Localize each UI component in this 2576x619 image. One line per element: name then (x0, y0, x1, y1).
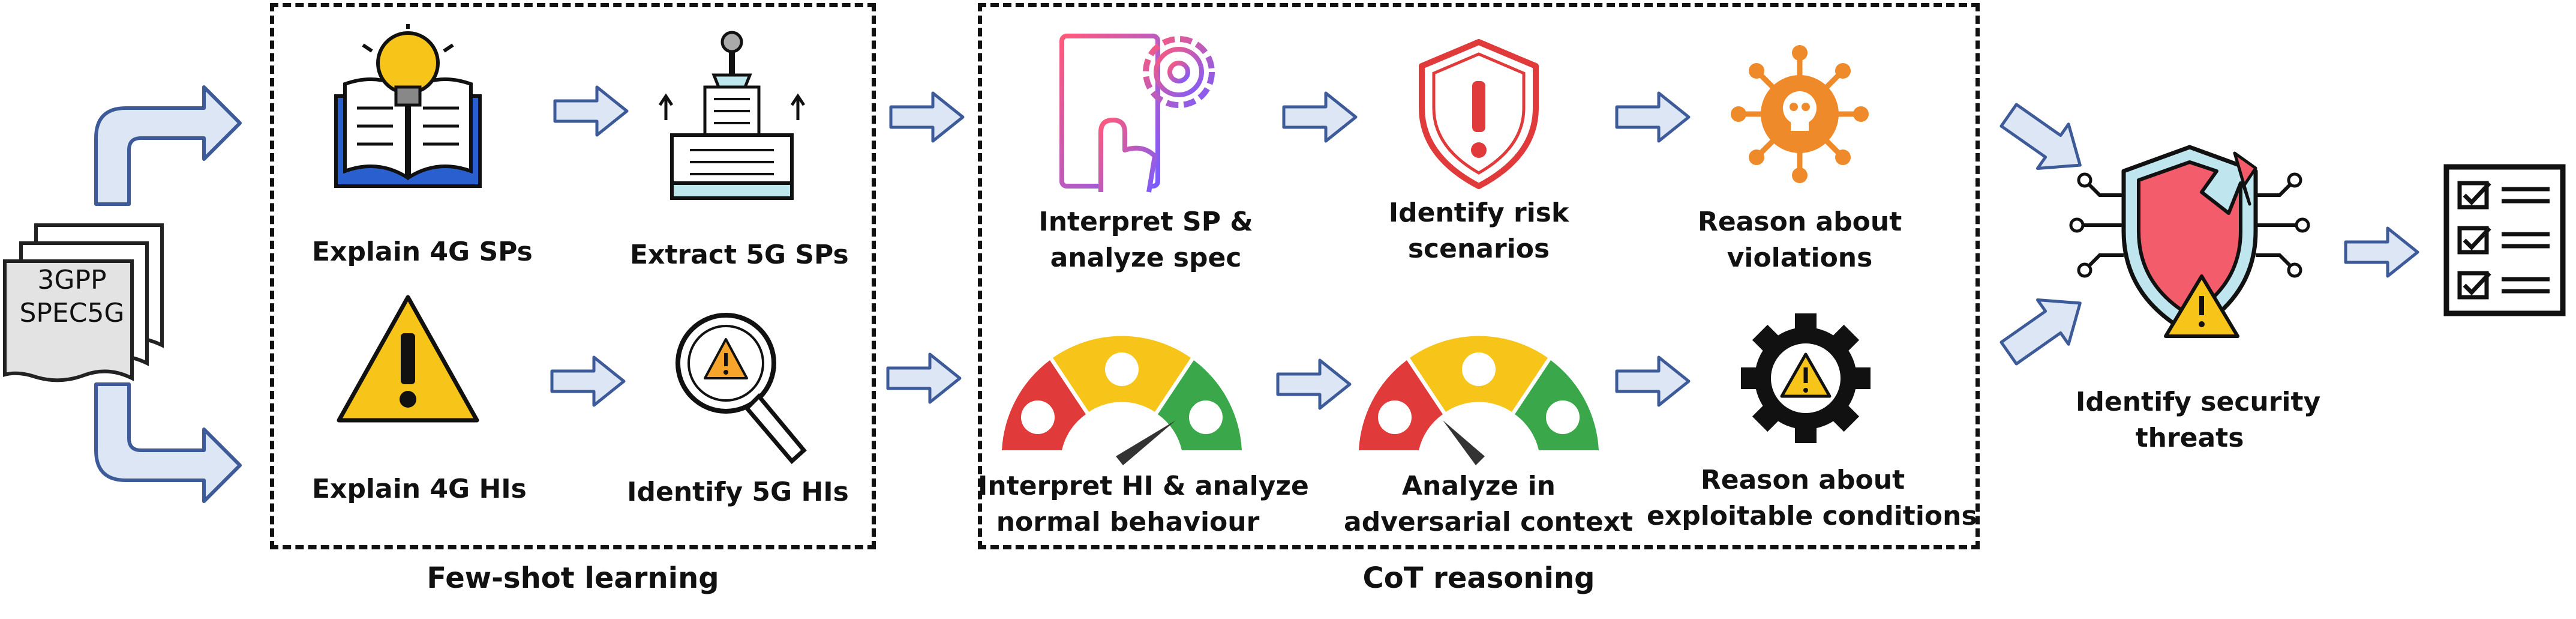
few-shot-title: Few-shot learning (427, 561, 719, 595)
arrow-right-icon (553, 85, 629, 137)
bent-arrow-up-icon (94, 85, 242, 206)
reason-exploitable-label-line2: exploitable conditions (1647, 501, 1977, 531)
arrow-right-icon (1615, 91, 1691, 143)
gear-warning-icon (1741, 313, 1871, 443)
shield-alert-icon (1419, 39, 1539, 189)
arrow-right-icon (1282, 91, 1358, 143)
document-stack-icon (3, 223, 164, 382)
arrow-right-icon (2344, 226, 2419, 278)
warning-triangle-icon (337, 295, 479, 423)
arrow-right-icon (886, 352, 962, 404)
reason-violations-label-line1: Reason about (1698, 207, 1902, 237)
arrow-diagonal-up-icon (1999, 298, 2082, 366)
interpret-hi-label-line2: normal behaviour (996, 507, 1260, 537)
extract-5g-sps-label: Extract 5G SPs (630, 240, 849, 270)
few-shot-box (270, 3, 876, 549)
identify-risk-label-line1: Identify risk (1388, 198, 1569, 228)
magnifier-warning-icon (675, 313, 807, 465)
cot-reasoning-title: CoT reasoning (1362, 561, 1595, 595)
interpret-sp-label-line2: analyze spec (1050, 243, 1242, 273)
arrow-right-icon (1276, 358, 1352, 410)
arrow-diagonal-down-icon (1999, 103, 2082, 170)
analyze-adversarial-label-line2: adversarial context (1344, 507, 1634, 537)
arrow-right-icon (1615, 355, 1691, 407)
book-lightbulb-icon (334, 24, 482, 188)
checklist-icon (2443, 164, 2566, 316)
broken-shield-circuit-icon (2069, 145, 2310, 338)
doc-label-line2: SPEC5G (19, 298, 125, 328)
virus-skull-icon (1731, 45, 1869, 183)
identify-threats-label-line2: threats (2135, 423, 2244, 453)
gear-hand-document-icon (1059, 34, 1215, 193)
analyze-adversarial-label-line1: Analyze in (1401, 471, 1556, 501)
sentiment-gauge-icon (1002, 336, 1242, 465)
interpret-hi-label-line1: Interpret HI & analyze (978, 471, 1309, 501)
reason-exploitable-label-line1: Reason about (1700, 465, 1905, 495)
sentiment-gauge-icon (1359, 336, 1599, 465)
identify-5g-his-label: Identify 5G HIs (627, 477, 849, 507)
cot-reasoning-box (978, 3, 1980, 549)
interpret-sp-label-line1: Interpret SP & (1038, 207, 1253, 237)
reason-violations-label-line2: violations (1727, 243, 1873, 273)
arrow-right-icon (889, 91, 965, 143)
identify-threats-label-line1: Identify security (2076, 387, 2321, 417)
bent-arrow-down-icon (94, 382, 242, 503)
doc-label-line1: 3GPP (37, 265, 107, 295)
explain-4g-sps-label: Explain 4G SPs (312, 237, 533, 267)
explain-4g-his-label: Explain 4G HIs (312, 474, 527, 504)
identify-risk-label-line2: scenarios (1407, 234, 1550, 264)
arrow-right-icon (550, 355, 626, 407)
robot-arm-document-icon (658, 31, 806, 200)
